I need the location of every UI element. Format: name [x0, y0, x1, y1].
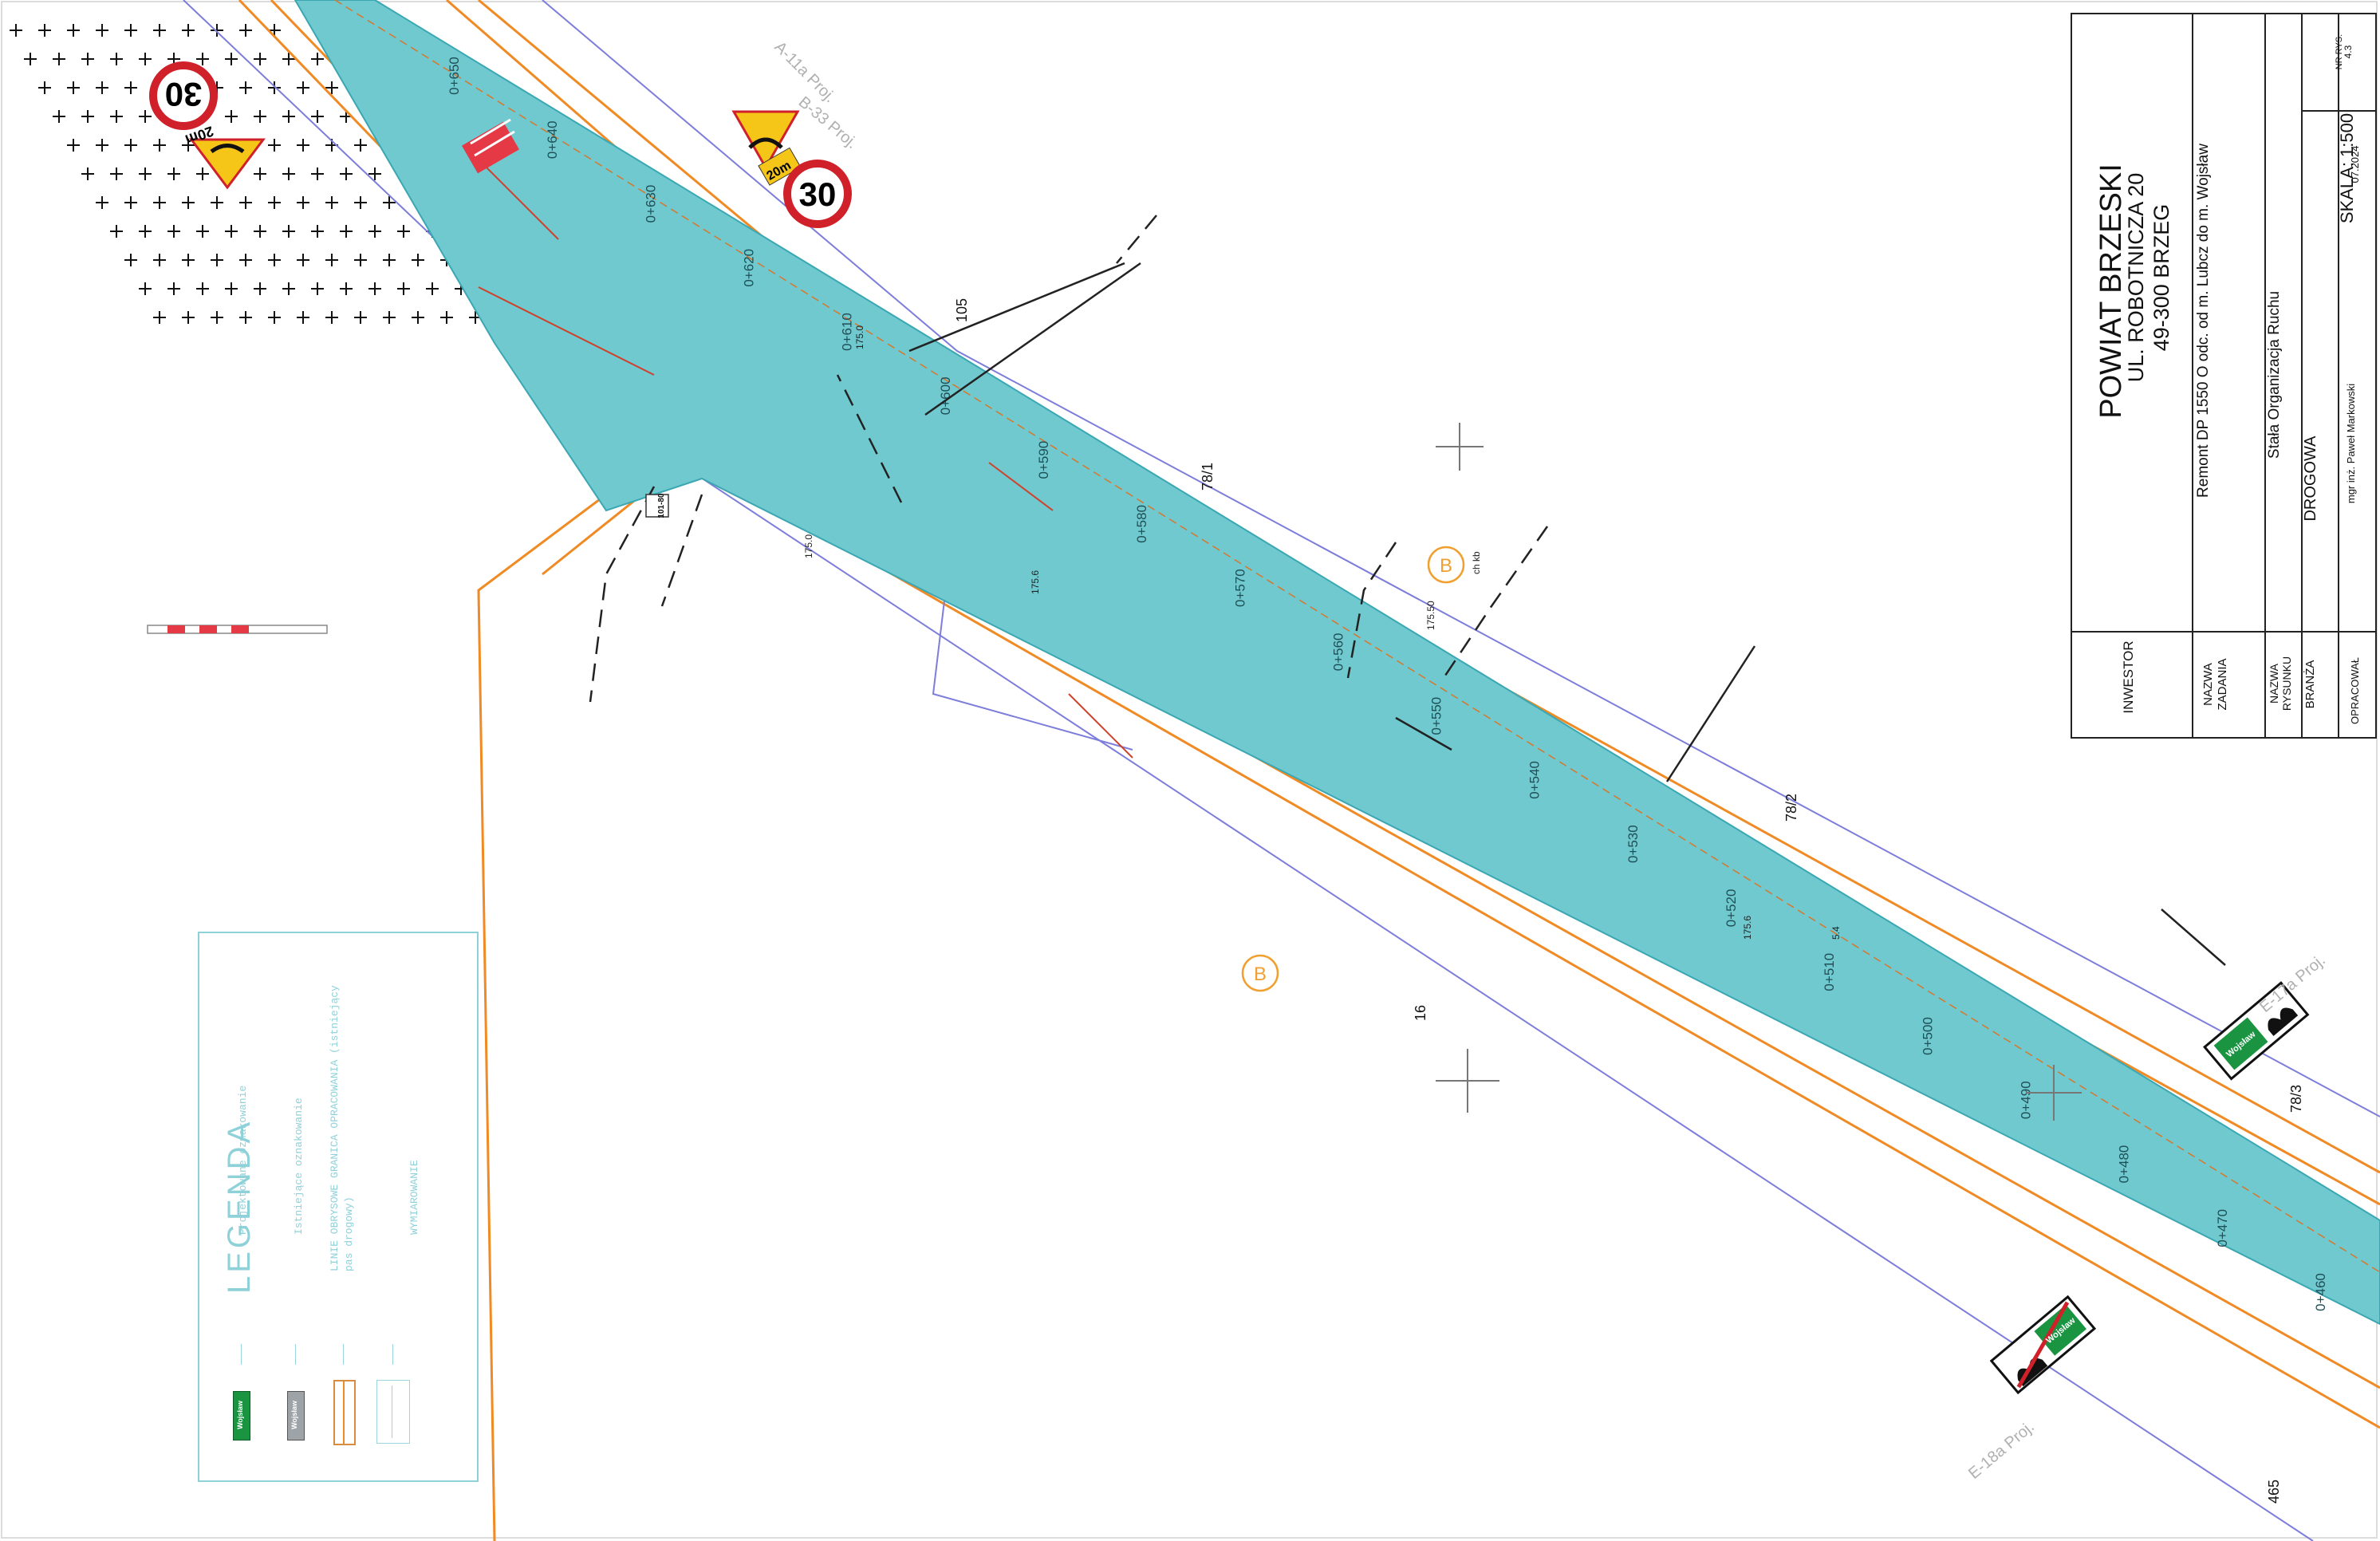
legend-dash-2 [295, 1344, 296, 1365]
chainage-label: 0+590 [1036, 441, 1051, 479]
height-labels: 175.0 175.0 175.6 175.6 175.50 5.4 ch kb [803, 325, 1842, 940]
chainage-label: 0+530 [1625, 825, 1641, 863]
survey-crosses [1436, 423, 2082, 1121]
road-axis [334, 0, 2380, 1273]
chainage-label: 0+550 [1429, 697, 1444, 735]
legend-dash-1 [241, 1344, 242, 1365]
task-value: Remont DP 1550 O odc. od m. Lubcz do m. … [2195, 144, 2212, 498]
ditch-lines [589, 215, 1549, 703]
zone-b-marker-1: B [1427, 546, 1465, 584]
height-3: 175.6 [1742, 916, 1753, 940]
drawing-value: Stała Organizacja Ruchu [2266, 290, 2283, 459]
chainage-label: 0+560 [1330, 633, 1346, 671]
legend-item-1: Projektowane oznakowanie [237, 1085, 249, 1235]
chainage-label: 0+650 [447, 57, 462, 95]
chainage-label: 0+570 [1232, 569, 1247, 607]
chainage-label: 0+630 [643, 185, 658, 223]
hump-warning-sign-1: 20m [183, 123, 266, 190]
red-marking [462, 118, 519, 174]
parcel-78-2: 78/2 [1783, 794, 1799, 822]
parcel-78-3: 78/3 [2288, 1085, 2304, 1113]
chainage-label: 0+640 [545, 120, 560, 159]
parcel-465: 465 [2266, 1480, 2282, 1504]
speed-limit-sign-1: 30 [149, 61, 218, 130]
height-6: 5.4 [1830, 926, 1842, 940]
speed-limit-sign-2: 30 [783, 160, 852, 228]
speed-limit-value-1: 30 [165, 76, 203, 113]
legend-swatch-proj-sign: Wojsław [233, 1391, 250, 1440]
branch-value: DROGOWA [2302, 436, 2319, 522]
legend-item-4: WYMIAROWANIE [408, 1160, 420, 1235]
sign-e18a-label: E-18a Proj. [1965, 1418, 2038, 1483]
speed-limit-value-2: 30 [799, 175, 837, 213]
prepared-value: mgr inż. Paweł Markowski [2345, 383, 2357, 504]
zone-b-letter-1: B [1440, 555, 1452, 577]
chainage-label: 0+490 [2019, 1081, 2034, 1119]
field-hatch [10, 24, 482, 324]
chainage-label: 0+600 [938, 376, 953, 415]
legend-box: LEGENDA Wojsław Wojsław Projektowane ozn… [198, 932, 479, 1482]
legend-swatch-exist-sign-text: Wojsław [290, 1401, 298, 1429]
barrier [147, 625, 328, 634]
chainage-label: 0+520 [1724, 889, 1739, 928]
legend-item-2: Istniejące oznakowanie [293, 1098, 305, 1235]
legend-swatch-lines [333, 1380, 356, 1445]
authority-street: UL. ROBOTNICZA 20 [2124, 172, 2148, 383]
chainage-label: 0+510 [1822, 953, 1837, 991]
height-5: 175.50 [1425, 601, 1436, 630]
authority-city: 49-300 BRZEG [2149, 203, 2173, 352]
task-label-1: NAZWA [2201, 663, 2215, 706]
chainage-label: 0+540 [1527, 761, 1543, 799]
parcel-105: 105 [954, 298, 970, 322]
legend-swatch-exist-sign: Wojsław [287, 1391, 305, 1440]
legend-swatch-dim [376, 1380, 410, 1444]
title-block: POWIAT BRZESKI UL. ROBOTNICZA 20 49-300 … [2071, 13, 2377, 739]
zone-b-marker-2: B [1241, 954, 1279, 992]
chainage-label: 0+580 [1134, 505, 1149, 543]
sheet-no-value: 4.3 [2343, 45, 2354, 59]
sign-label-code: 101-80 [657, 493, 666, 518]
parcel-78-1: 78/1 [1200, 463, 1216, 491]
chainage-label: 0+500 [1920, 1017, 1935, 1055]
branch-label: BRANŻA [2303, 660, 2317, 709]
drawing-label-2: RYSUNKU [2280, 656, 2293, 711]
prepared-label: OPRACOWAŁ [2349, 656, 2361, 725]
height-1: 175.0 [854, 325, 865, 349]
legend-item-3: LINIE OBRYSOWE GRANICA OPRACOWANIA (istn… [329, 985, 355, 1271]
chainage-label: 0+610 [840, 313, 855, 351]
ch-kb-label: ch kb [1471, 551, 1482, 574]
black-lines [908, 262, 2226, 966]
town-entry-sign: Wojsław [2203, 981, 2310, 1081]
zone-b-letter-2: B [1254, 964, 1267, 985]
parcel-numbers: 105 78/1 78/2 16 78/3 465 [954, 298, 2304, 1504]
date-value: 07.2024 [2349, 145, 2361, 183]
road-carriageway [294, 0, 2380, 1326]
height-2: 175.0 [803, 534, 814, 558]
legend-swatch-proj-sign-text: Wojsław [236, 1401, 244, 1429]
legend-dash-4 [392, 1344, 393, 1365]
chainage-label: 0+480 [2117, 1145, 2132, 1184]
hump-warning-sign-2: 20m [731, 110, 802, 186]
investor-label: INWESTOR [2121, 640, 2136, 714]
sign-label-box: 101-80 [645, 493, 669, 518]
parcel-16: 16 [1413, 1005, 1428, 1021]
height-4: 175.6 [1030, 570, 1041, 594]
legend-dash-3 [343, 1344, 344, 1365]
chainage-label: 0+460 [2313, 1273, 2328, 1311]
chainage-label: 0+620 [741, 249, 756, 287]
chainage-labels: 0+650 0+640 0+630 0+620 0+610 0+600 0+590 0+580… [447, 57, 2328, 1311]
town-exit-sign: Wojsław [1989, 1295, 2097, 1395]
task-label-2: ZADANIA [2216, 658, 2229, 711]
chainage-label: 0+470 [2215, 1209, 2230, 1247]
